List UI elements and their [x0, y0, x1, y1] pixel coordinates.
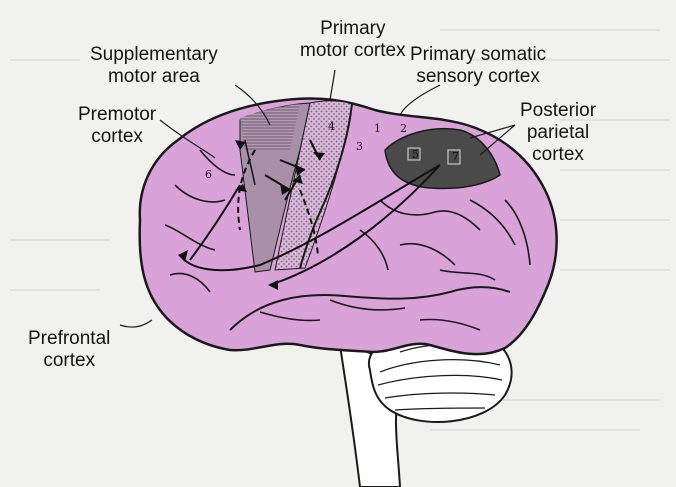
area-number-1: 1 — [374, 122, 381, 135]
area-number-5: 5 — [412, 148, 419, 161]
primary-somatic-sensory-cortex-label: Primary somatic sensory cortex — [410, 44, 546, 88]
prefrontal-cortex-label: Prefrontal cortex — [28, 328, 110, 372]
supplementary-motor-area-label: Supplementary motor area — [90, 44, 218, 88]
area-number-7: 7 — [452, 150, 459, 163]
area-number-2: 2 — [400, 122, 407, 135]
area-number-6: 6 — [205, 168, 212, 181]
cerebrum-outline — [140, 98, 557, 354]
premotor-cortex-label: Premotor cortex — [78, 104, 156, 148]
primary-motor-cortex-label: Primary motor cortex — [300, 18, 406, 62]
posterior-parietal-cortex-label: Posterior parietal cortex — [520, 100, 596, 166]
area-number-3: 3 — [356, 140, 363, 153]
area-number-4: 4 — [328, 120, 335, 133]
